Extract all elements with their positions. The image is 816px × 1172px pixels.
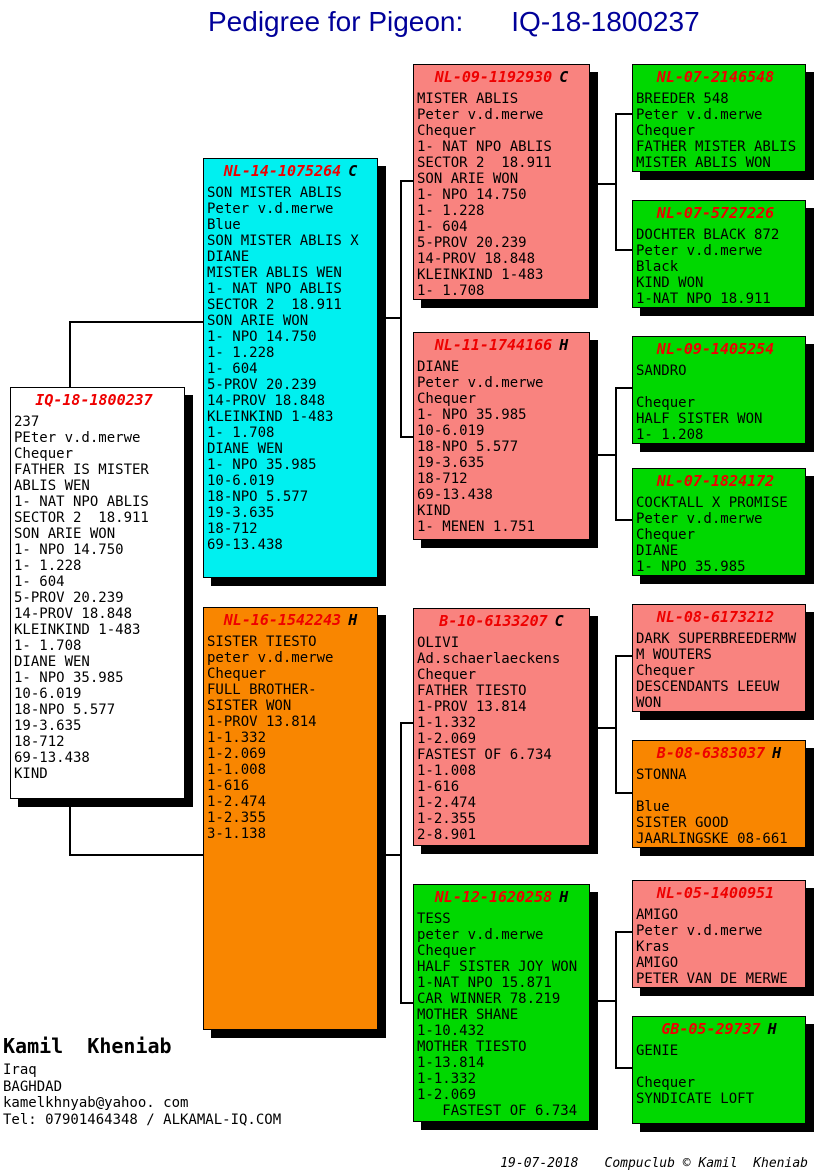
- sex-letter: C: [559, 68, 569, 86]
- owner-country: Iraq: [3, 1062, 37, 1078]
- pigeon-details: SISTER TIESTO peter v.d.merwe Chequer FU…: [207, 634, 334, 842]
- pedigree-box-dam-dam-sire: NL-05-1400951 AMIGO Peter v.d.merwe Kras…: [632, 880, 806, 988]
- owner-city: BAGHDAD: [3, 1078, 63, 1095]
- footer-date: 19-07-2018: [500, 1156, 579, 1171]
- owner-block: Kamil Kheniab Iraq BAGHDAD kamelkhnyab@y…: [3, 1034, 281, 1128]
- owner-phone: Tel: 07901464348 / ALKAMAL-IQ.COM: [3, 1111, 282, 1128]
- pigeon-details: DARK SUPERBREEDERMW M WOUTERS Chequer DE…: [636, 631, 797, 711]
- sex-letter: H: [767, 1020, 777, 1038]
- ring-number: IQ-18-1800237: [35, 391, 153, 409]
- ring-number: NL-07-5727226: [656, 204, 775, 222]
- ring-number: NL-08-6173212: [656, 608, 775, 626]
- pigeon-details: BREEDER 548 Peter v.d.merwe Chequer FATH…: [636, 91, 797, 171]
- sex-letter: H: [559, 888, 569, 906]
- sex-letter: H: [348, 611, 358, 629]
- pedigree-box-dam-sire-sire: NL-08-6173212 DARK SUPERBREEDERMW M WOUT…: [632, 604, 806, 712]
- pigeon-details: 237 PEter v.d.merwe Chequer FATHER IS MI…: [14, 414, 149, 782]
- pigeon-details: OLIVI Ad.schaerlaeckens Chequer FATHER T…: [417, 635, 561, 843]
- owner-email: kamelkhnyab@yahoo. com: [3, 1095, 189, 1111]
- pedigree-box-sire-sire-sire: NL-07-2146548 BREEDER 548 Peter v.d.merw…: [632, 64, 806, 172]
- ring-number: NL-05-1400951: [656, 884, 775, 902]
- pigeon-details: GENIE Chequer SYNDICATE LOFT: [636, 1043, 755, 1107]
- pigeon-details: TESS peter v.d.merwe Chequer HALF SISTER…: [417, 911, 578, 1119]
- sex-letter: C: [554, 612, 564, 630]
- page-title: Pedigree for Pigeon: IQ-18-1800237: [208, 6, 700, 38]
- pigeon-details: SON MISTER ABLIS Peter v.d.merwe Blue SO…: [207, 185, 359, 553]
- pedigree-box-sire-dam-sire: NL-09-1405254 SANDRO Chequer HALF SISTER…: [632, 336, 806, 444]
- footer-credit: Compuclub © Kamil Kheniab: [604, 1156, 809, 1171]
- pedigree-box-subject: IQ-18-1800237 237 PEter v.d.merwe Cheque…: [10, 387, 185, 799]
- page-title-ring: IQ-18-1800237: [511, 6, 700, 37]
- pigeon-details: DIANE Peter v.d.merwe Chequer 1- NPO 35.…: [417, 359, 544, 535]
- pigeon-details: DOCHTER BLACK 872 Peter v.d.merwe Black …: [636, 227, 780, 307]
- sex-letter: H: [772, 744, 782, 762]
- ring-number: NL-07-2146548: [656, 68, 775, 86]
- pigeon-details: COCKTALL X PROMISE Peter v.d.merwe Chequ…: [636, 495, 788, 575]
- pigeon-details: STONNA Blue SISTER GOOD JAARLINGSKE 08-6…: [636, 767, 788, 847]
- owner-name: Kamil Kheniab: [3, 1034, 172, 1058]
- pigeon-details: SANDRO Chequer HALF SISTER WON 1- 1.208: [636, 363, 763, 443]
- sex-letter: C: [348, 162, 358, 180]
- page-title-label: Pedigree for Pigeon:: [208, 6, 464, 37]
- ring-number: NL-07-1824172: [656, 472, 775, 490]
- footer: 19-07-2018 Compuclub © Kamil Kheniab: [485, 1141, 808, 1171]
- pigeon-details: MISTER ABLIS Peter v.d.merwe Chequer 1- …: [417, 91, 552, 299]
- pedigree-box-sire-dam-dam: NL-07-1824172 COCKTALL X PROMISE Peter v…: [632, 468, 806, 576]
- pigeon-details: AMIGO Peter v.d.merwe Kras AMIGO PETER V…: [636, 907, 788, 987]
- sex-letter: H: [559, 336, 569, 354]
- ring-number: NL-09-1405254: [656, 340, 775, 358]
- pedigree-box-sire-sire-dam: NL-07-5727226 DOCHTER BLACK 872 Peter v.…: [632, 200, 806, 308]
